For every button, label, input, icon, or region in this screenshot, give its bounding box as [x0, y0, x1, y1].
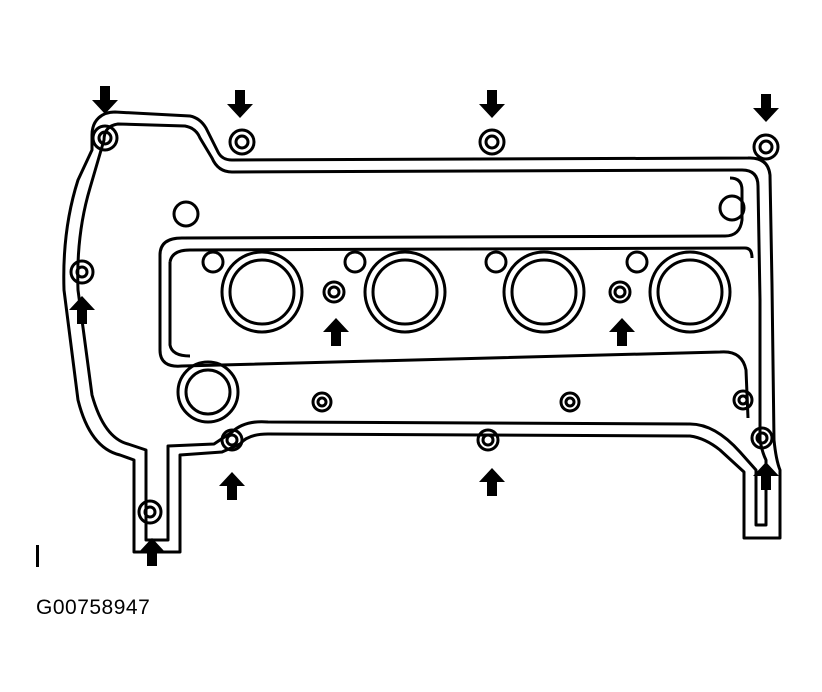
bolt-icon [608, 280, 632, 304]
bolt-icon [220, 428, 244, 452]
vertical-tick-mark [36, 545, 39, 567]
bolt-icon [322, 280, 346, 304]
bolt-icon [69, 259, 95, 285]
bolt-icon [91, 124, 119, 152]
bolt-icon [476, 428, 500, 452]
arrow-icon [219, 472, 245, 500]
bolt-icon [559, 391, 581, 413]
bolt-icon [752, 133, 780, 161]
arrow-icon [92, 86, 118, 114]
bolt-icon [137, 499, 163, 525]
bolt-icon [750, 426, 774, 450]
arrow-icon [479, 90, 505, 118]
arrow-icon [753, 94, 779, 122]
bolt-icon [228, 128, 256, 156]
arrow-icon [227, 90, 253, 118]
bolt-icon [478, 128, 506, 156]
arrow-icon [609, 318, 635, 346]
arrow-icon [323, 318, 349, 346]
cover-outline [62, 110, 782, 554]
arrow-icon [69, 296, 95, 324]
bolt-icon [732, 389, 754, 411]
arrow-icon [139, 538, 165, 566]
bolt-holes [69, 124, 780, 525]
bolt-icon [311, 391, 333, 413]
arrow-icon [479, 468, 505, 496]
figure-caption: G00758947 [36, 596, 151, 619]
